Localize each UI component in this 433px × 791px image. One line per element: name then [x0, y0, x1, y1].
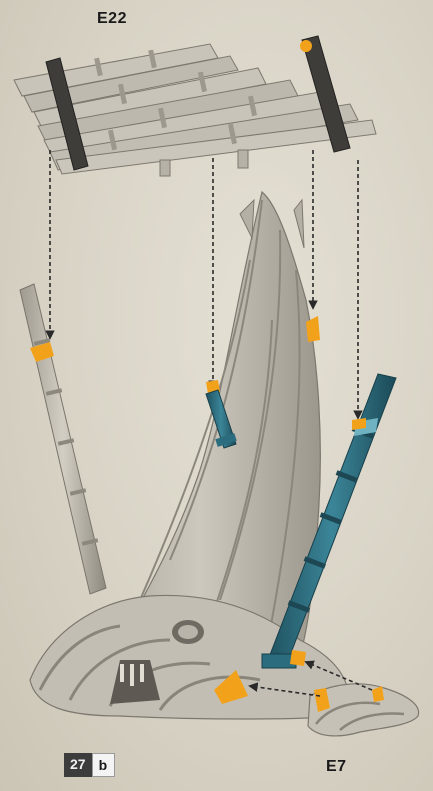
glue-point [352, 418, 366, 430]
step-badge: 27 b [64, 753, 115, 777]
part-label-e7: E7 [326, 758, 347, 776]
e22-raft-part [14, 36, 376, 176]
left-bamboo-pole [20, 284, 106, 594]
step-number: 27 [64, 753, 92, 777]
part-label-e22: E22 [97, 10, 127, 28]
e7-root-part [308, 684, 419, 736]
step-substep: b [92, 753, 116, 777]
glue-point [300, 40, 312, 52]
glue-point [290, 650, 306, 666]
tree-trunk-part [30, 192, 348, 719]
